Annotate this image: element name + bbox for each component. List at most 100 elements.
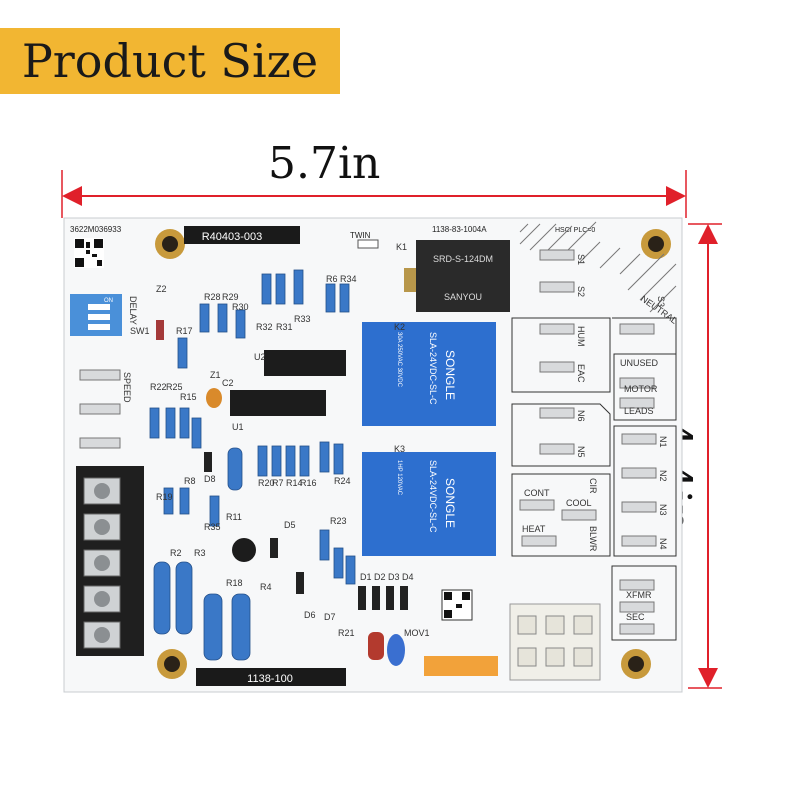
molex-connector (509, 603, 601, 681)
ref-r15: R15 (180, 392, 197, 402)
terminal-n5-label: N5 (576, 446, 586, 458)
resistors (149, 269, 356, 661)
terminal-n1-label: N1 (658, 436, 668, 448)
height-dimension-line (688, 223, 722, 689)
qr-code-icon (74, 238, 104, 268)
terminal-eac-label: EAC (576, 364, 586, 383)
ref-r34: R34 (340, 274, 357, 284)
k1-label: K1 (396, 242, 407, 252)
u1-label: U1 (232, 422, 244, 432)
bottom-part-number: 1138-100 (247, 673, 293, 685)
leads-label: LEADS (624, 406, 654, 416)
ref-d4: D4 (402, 572, 414, 582)
mov1 (387, 634, 405, 666)
relay-k2: SONGLE SLA-24VDC-SL-C 30A 250VAC 30VDC (362, 322, 496, 426)
ref-r2: R2 (170, 548, 182, 558)
u2-label: U2 (254, 352, 266, 362)
ref-r33: R33 (294, 314, 311, 324)
dip-label: DELAY (128, 296, 138, 325)
relay-k1-brand: SANYOU (444, 292, 482, 302)
corner-text: HSCI PLC=0 (555, 227, 595, 234)
screw-icon (94, 483, 110, 643)
relay-k3: SONGLE SLA-24VDC-SL-C 1HP 120VAC (362, 452, 496, 556)
ref-r20: R20 (258, 478, 275, 488)
ref-r4: R4 (260, 582, 272, 592)
ref-z1: Z1 (210, 370, 221, 380)
fuse (424, 656, 498, 676)
ref-d7: D7 (324, 612, 336, 622)
ref-r24: R24 (334, 476, 351, 486)
capacitor-red (368, 632, 384, 660)
terminal-n3-label: N3 (658, 504, 668, 516)
ref-r19: R19 (156, 492, 173, 502)
terminal-s3-label: S3 (656, 296, 666, 307)
relay-k3-model: SLA-24VDC-SL-C (428, 460, 438, 533)
relay-k3-rating: 1HP 120VAC (396, 460, 402, 496)
ref-mov1: MOV1 (404, 628, 430, 638)
sec-label: SEC (626, 612, 645, 622)
ref-r3: R3 (194, 548, 206, 558)
ref-r11: R11 (226, 512, 242, 522)
screw-terminal-block (76, 466, 144, 656)
ref-z2: Z2 (156, 284, 167, 294)
right-spade-terminals (519, 249, 657, 635)
ref-r23: R23 (330, 516, 347, 526)
ref-r35: R35 (204, 522, 221, 532)
left-spade-terminals (79, 369, 121, 449)
relay-k3-brand: SONGLE (443, 478, 457, 528)
cool-label: COOL (566, 498, 592, 508)
ref-r14: R14 (286, 478, 303, 488)
ref-r30: R30 (232, 302, 249, 312)
heat-label: HEAT (522, 524, 546, 534)
terminal-n2-label: N2 (658, 470, 668, 482)
ic-u1 (230, 390, 326, 416)
speed-label: SPEED (122, 372, 132, 403)
ref-r7: R7 (272, 478, 284, 488)
k2-label: K2 (394, 322, 405, 332)
ref-r8: R8 (184, 476, 196, 486)
width-dimension-line (61, 170, 687, 218)
ref-r32: R32 (256, 322, 273, 332)
k3-label: K3 (394, 444, 405, 454)
relay-k2-model: SLA-24VDC-SL-C (428, 332, 438, 405)
ref-r16: R16 (300, 478, 317, 488)
relay-k1 (416, 240, 510, 312)
title-text: Product Size (21, 34, 319, 88)
ref-r22: R22 (150, 382, 167, 392)
ref-r31: R31 (276, 322, 293, 332)
ref-r21: R21 (338, 628, 355, 638)
model-number: R40403-003 (202, 231, 263, 243)
relay-k2-brand: SONGLE (443, 350, 457, 400)
ref-d3: D3 (388, 572, 400, 582)
relay-k2-rating: 30A 250VAC 30VDC (396, 332, 402, 388)
unused-label: UNUSED (620, 358, 659, 368)
ref-r25: R25 (166, 382, 183, 392)
ref-d1: D1 (360, 572, 372, 582)
motor-label: MOTOR (624, 384, 658, 394)
ref-d2: D2 (374, 572, 386, 582)
twin-label: TWIN (350, 231, 371, 240)
terminal-n6-label: N6 (576, 410, 586, 422)
terminal-s1-label: S1 (576, 254, 586, 265)
terminal-s2-label: S2 (576, 286, 586, 297)
serial-number: 3622M036933 (70, 225, 122, 234)
blwr-label: BLWR (588, 526, 598, 552)
xfmr-label: XFMR (626, 590, 652, 600)
ref-r28: R28 (204, 292, 221, 302)
capacitor-c2 (206, 388, 222, 408)
ic-u2 (264, 350, 346, 376)
ref-d6: D6 (304, 610, 316, 620)
terminal-n4-label: N4 (658, 538, 668, 550)
zener-z2 (156, 320, 164, 340)
circuit-board: 3622M036933 R40403-003 1138-83-1004A HSC… (63, 217, 683, 693)
ref-r18: R18 (226, 578, 243, 588)
mounting-hole-icon (155, 229, 671, 679)
cont-label: CONT (524, 488, 550, 498)
ref-d8: D8 (204, 474, 216, 484)
width-dimension-label: 5.7in (268, 138, 381, 189)
ref-r6: R6 (326, 274, 338, 284)
dip-on-label: ON (104, 298, 113, 304)
ref-c2: C2 (222, 378, 234, 388)
electrolytic-capacitor (232, 538, 256, 562)
